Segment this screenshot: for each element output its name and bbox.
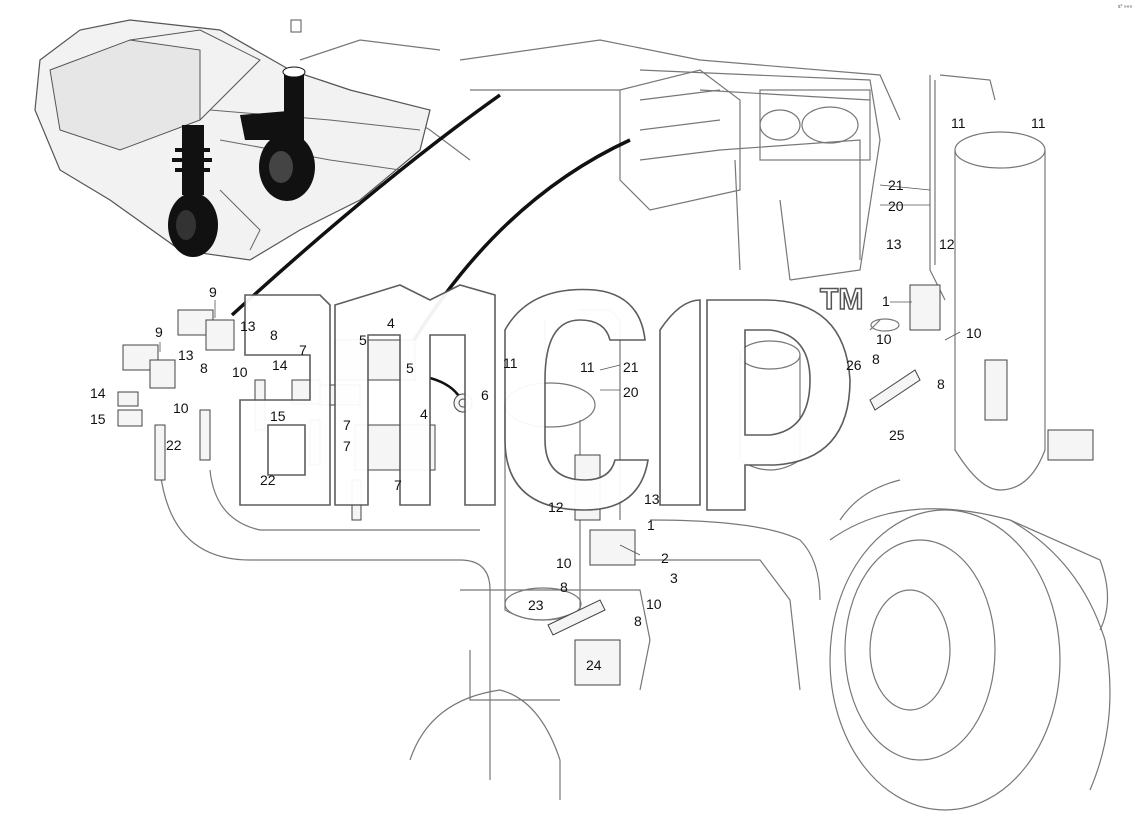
- callout-13: 13: [178, 347, 194, 363]
- callout-6: 6: [481, 387, 489, 403]
- callout-10: 10: [966, 325, 982, 341]
- callout-1: 1: [882, 293, 890, 309]
- machine-outline: [159, 39, 1111, 811]
- callout-8: 8: [200, 360, 208, 376]
- callout-10: 10: [232, 364, 248, 380]
- callout-11: 11: [503, 355, 518, 371]
- callout-8: 8: [634, 613, 642, 629]
- callout-10: 10: [646, 596, 662, 612]
- callout-24: 24: [586, 657, 602, 673]
- callout-4: 4: [387, 315, 395, 331]
- callout-leaders: [159, 184, 961, 556]
- callout-9: 9: [209, 284, 217, 300]
- callout-22: 22: [260, 472, 276, 488]
- callout-14: 14: [90, 385, 106, 401]
- callout-5: 5: [359, 332, 367, 348]
- callout-25: 25: [889, 427, 905, 443]
- callout-23: 23: [528, 597, 544, 613]
- callout-11: 11: [951, 115, 966, 131]
- callout-11: 11: [1031, 115, 1046, 131]
- callout-14: 14: [272, 357, 288, 373]
- callout-13: 13: [644, 491, 660, 507]
- callout-4: 4: [420, 406, 428, 422]
- callout-20: 20: [888, 198, 904, 214]
- callout-7: 7: [343, 438, 351, 454]
- callout-12: 12: [548, 499, 564, 515]
- inset-machine-view: [34, 19, 431, 261]
- callout-7: 7: [343, 417, 351, 433]
- callout-11: 11: [580, 359, 595, 375]
- callout-15: 15: [90, 411, 106, 427]
- callout-15: 15: [270, 408, 286, 424]
- callout-10: 10: [876, 331, 892, 347]
- callout-8: 8: [872, 351, 880, 367]
- callout-22: 22: [166, 437, 182, 453]
- callout-10: 10: [173, 400, 189, 416]
- callout-13: 13: [240, 318, 256, 334]
- callout-5: 5: [406, 360, 414, 376]
- callout-1: 1: [647, 517, 655, 533]
- callout-8: 8: [560, 579, 568, 595]
- callout-3: 3: [670, 570, 678, 586]
- callout-7: 7: [394, 477, 402, 493]
- watermark: [239, 284, 851, 511]
- corner-mark: s° »»»: [1118, 4, 1132, 10]
- callout-9: 9: [155, 324, 163, 340]
- trademark-mark: TM: [820, 283, 863, 316]
- callout-8: 8: [270, 327, 278, 343]
- callout-10: 10: [556, 555, 572, 571]
- callout-13: 13: [886, 236, 902, 252]
- callout-21: 21: [888, 177, 904, 193]
- callout-20: 20: [623, 384, 639, 400]
- callout-7: 7: [299, 342, 307, 358]
- callout-labels: 9 9 13 13 8 8 14 14 10 10 15 15 22 22 7 …: [90, 115, 1046, 673]
- callout-2: 2: [661, 550, 669, 566]
- callout-12: 12: [939, 236, 955, 252]
- callout-21: 21: [623, 359, 639, 375]
- callout-8: 8: [937, 376, 945, 392]
- callout-26: 26: [846, 357, 862, 373]
